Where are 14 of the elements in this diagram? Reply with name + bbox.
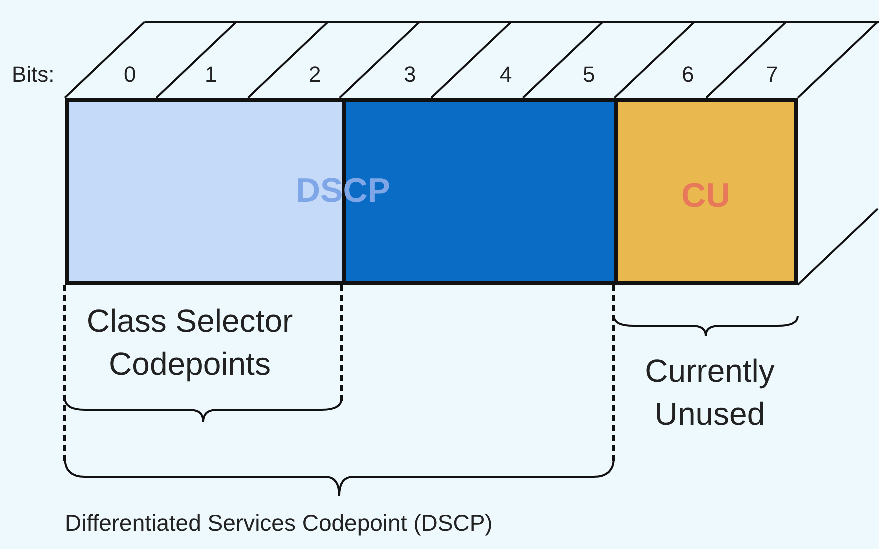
bit-number: 0: [124, 62, 136, 88]
bit-number: 2: [309, 62, 322, 88]
field-label: CU: [681, 177, 731, 216]
bit-number: 7: [766, 62, 778, 88]
field-label: DSCP: [296, 172, 390, 211]
bit-number: 6: [682, 62, 694, 88]
bit-number: 4: [500, 62, 512, 88]
caption-text: Differentiated Services Codepoint (DSCP): [65, 510, 493, 537]
bit-number: 5: [583, 62, 596, 88]
annotation-text: Currently Unused: [644, 352, 776, 434]
axis-label: Bits:: [12, 62, 55, 88]
bit-number: 1: [205, 62, 218, 88]
annotation-text: Class Selector Codepoints: [86, 302, 294, 384]
bit-number: 3: [404, 62, 416, 88]
